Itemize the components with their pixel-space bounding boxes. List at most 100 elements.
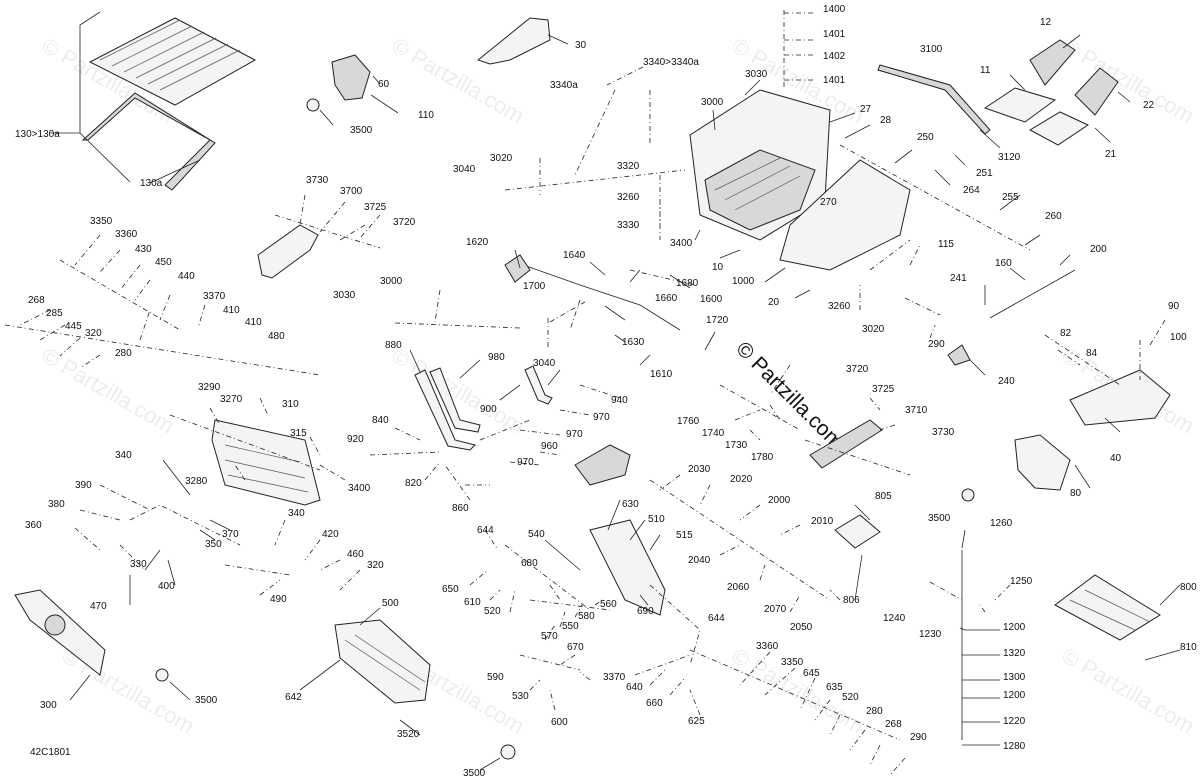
callout-label: 690 [637, 606, 654, 617]
linkage-rod [514, 261, 681, 331]
callout-label: 1402 [823, 51, 846, 62]
callout-label: 260 [1045, 211, 1062, 222]
callout-label: 84 [1086, 348, 1098, 359]
callout-label: 1260 [990, 518, 1013, 529]
grommet [155, 668, 169, 682]
callout-label: 3500 [195, 695, 218, 706]
callout-label: 1401 [823, 75, 846, 86]
callout-label: 520 [842, 692, 859, 703]
callout-label: 22 [1143, 100, 1155, 111]
callout-label: 3520 [397, 729, 420, 740]
grommet [306, 98, 320, 112]
callout-label: 1401 [823, 29, 846, 40]
callout-label: 590 [487, 672, 504, 683]
callout-label: 240 [998, 376, 1015, 387]
callout-label: 340 [288, 508, 305, 519]
foam-block [574, 444, 631, 486]
callout-label: 3360 [115, 229, 138, 240]
callout-label: 820 [405, 478, 422, 489]
callout-label: 3350 [90, 216, 113, 227]
callout-label: 40 [1110, 453, 1122, 464]
callout-label: 160 [995, 258, 1012, 269]
callout-label: 3120 [998, 152, 1021, 163]
rail-3720 [809, 419, 883, 469]
watermark-text: © Partzilla.com [38, 343, 179, 439]
callout-label: 670 [567, 642, 584, 653]
tailgate-500 [334, 619, 431, 704]
brand-stamp: © Partzilla.com [731, 337, 847, 453]
callout-label: 640 [626, 682, 643, 693]
callout-label: 3030 [333, 290, 356, 301]
callout-label: 370 [222, 529, 239, 540]
callout-label: 530 [512, 691, 529, 702]
callout-label: 410 [245, 317, 262, 328]
callout-label: 970 [566, 429, 583, 440]
callout-label: 3330 [617, 220, 640, 231]
grommet [961, 488, 975, 502]
callout-label: 270 [820, 197, 837, 208]
grommet [500, 744, 516, 760]
part-shapes [14, 17, 1171, 760]
callout-label: 3340>3340a [643, 57, 699, 68]
callout-label: 268 [885, 719, 902, 730]
callout-label: 3720 [846, 364, 869, 375]
callout-label: 3030 [745, 69, 768, 80]
callout-label: 3320 [617, 161, 640, 172]
callout-label: 3730 [932, 427, 955, 438]
bracket-3700 [257, 224, 319, 279]
callout-label: 960 [541, 441, 558, 452]
callout-label: 340 [115, 450, 132, 461]
callout-label: 1220 [1003, 716, 1026, 727]
emblem [44, 614, 66, 636]
callout-label: 320 [367, 560, 384, 571]
callout-label: 2040 [688, 555, 711, 566]
callout-label: 1400 [823, 4, 846, 15]
callout-label: 430 [135, 244, 152, 255]
callout-label: 3260 [617, 192, 640, 203]
mat-21 [1028, 111, 1090, 146]
callout-label: 280 [115, 348, 132, 359]
callout-label: 3020 [490, 153, 513, 164]
callout-label: 860 [452, 503, 469, 514]
callout-label: 3725 [872, 384, 895, 395]
callout-label: 3400 [670, 238, 693, 249]
callout-label: 515 [676, 530, 693, 541]
callout-label: 268 [28, 295, 45, 306]
watermark-text: © Partzilla.com [1058, 643, 1199, 739]
callout-label: 980 [488, 352, 505, 363]
mat-11 [983, 87, 1057, 123]
callout-label: 1640 [563, 250, 586, 261]
callout-label: 3040 [533, 358, 556, 369]
callout-label: 3360 [756, 641, 779, 652]
callout-label: 3290 [198, 382, 221, 393]
callout-label: 115 [938, 239, 954, 250]
callout-label: 1610 [650, 369, 673, 380]
callout-label: 200 [1090, 244, 1107, 255]
callout-label: 1700 [523, 281, 546, 292]
callout-label: 1760 [677, 416, 700, 427]
callout-label: 360 [25, 520, 42, 531]
callout-label: 920 [347, 434, 364, 445]
callout-label: 2030 [688, 464, 711, 475]
bracket-80 [1014, 434, 1071, 491]
rack-800 [1054, 574, 1161, 641]
callout-label: 550 [562, 621, 579, 632]
callout-label: 1300 [1003, 672, 1026, 683]
callout-label: 130a [140, 178, 163, 189]
callout-label: 3720 [393, 217, 416, 228]
side-trim-30 [476, 17, 551, 65]
callout-label: 3270 [220, 394, 243, 405]
callout-label: 580 [578, 611, 595, 622]
leader-lines [4, 10, 1181, 776]
callout-label: 1200 [1003, 622, 1026, 633]
callout-label: 80 [1070, 488, 1082, 499]
callout-label: 3500 [350, 125, 373, 136]
callout-label: 60 [378, 79, 390, 90]
callout-label: 520 [484, 606, 501, 617]
callout-label: 650 [442, 584, 459, 595]
callout-label: 21 [1105, 149, 1117, 160]
callout-label: 315 [290, 428, 307, 439]
callout-label: 390 [75, 480, 92, 491]
callout-label: 1240 [883, 613, 906, 624]
